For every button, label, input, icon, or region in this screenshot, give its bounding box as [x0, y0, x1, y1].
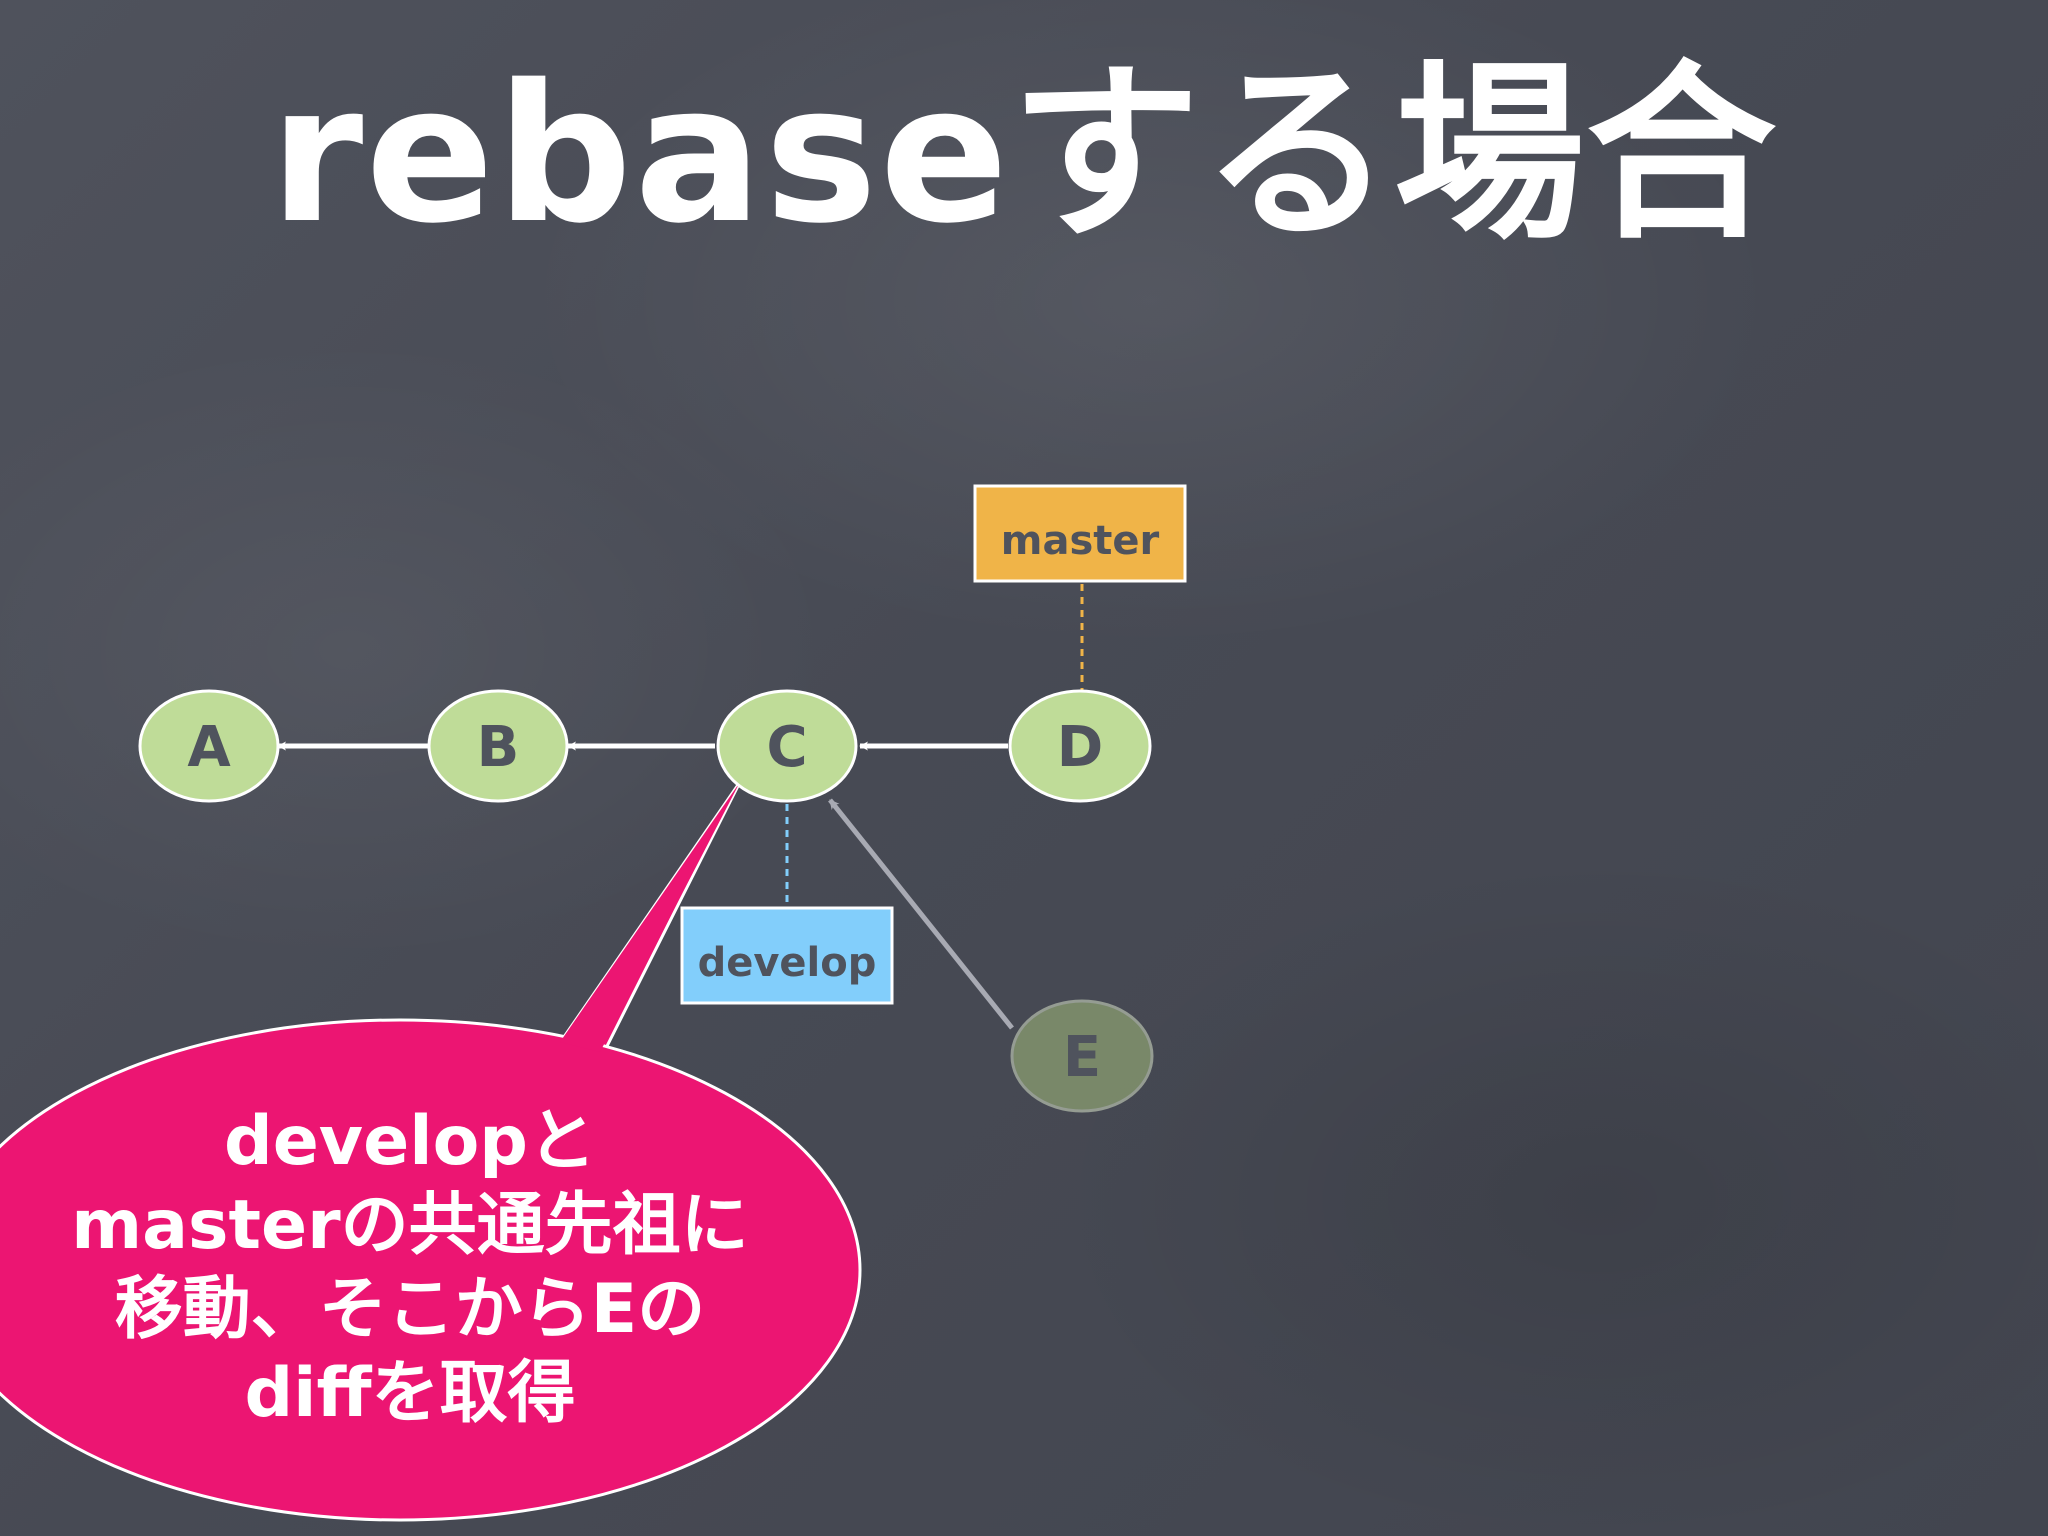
commit-label-c: C: [766, 715, 807, 780]
edge-e-to-c: [828, 798, 1014, 1030]
commit-node-e: E: [1010, 999, 1154, 1113]
commit-label-b: B: [477, 715, 520, 780]
slide-title: rebaseする場合: [269, 44, 1779, 265]
commit-node-d: D: [1008, 689, 1152, 803]
branch-label-master: master: [1001, 518, 1160, 564]
callout-text: developと masterの共通先祖に 移動、そこからEの diffを取得: [0, 1100, 820, 1436]
callout-line-2: masterの共通先祖に: [71, 1186, 749, 1265]
commit-label-d: D: [1057, 715, 1103, 780]
callout-line-1: developと: [224, 1102, 596, 1181]
callout-ellipse: [0, 1018, 862, 1522]
commit-label-a: A: [187, 715, 231, 780]
callout-line-4: diffを取得: [244, 1354, 576, 1433]
commit-node-a: A: [138, 689, 280, 803]
commit-node-b: B: [427, 689, 569, 803]
branch-label-develop: develop: [698, 940, 877, 986]
commit-node-c: C: [716, 689, 858, 803]
commit-label-e: E: [1063, 1025, 1101, 1090]
callout-line-3: 移動、そこからEの: [114, 1270, 706, 1349]
callout-bubble: [0, 781, 862, 1522]
branch-tag-master: master: [973, 484, 1187, 583]
branch-tag-develop: develop: [680, 906, 894, 1005]
